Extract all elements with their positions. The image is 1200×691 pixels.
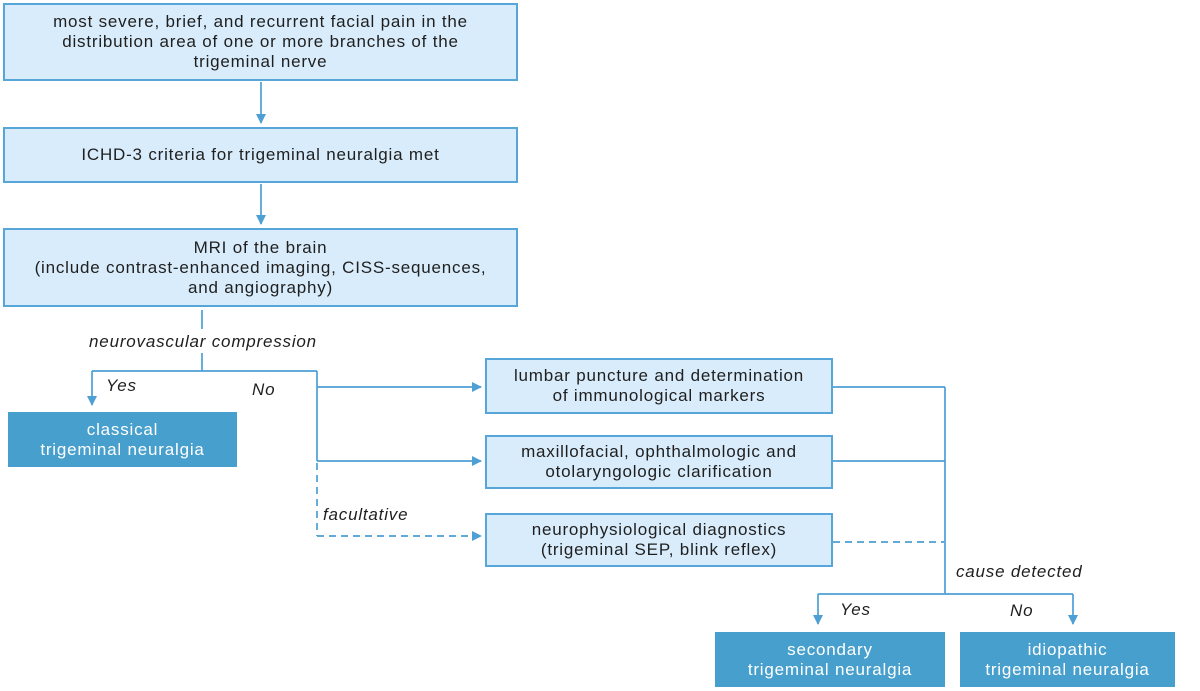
label-no-left: No — [252, 380, 276, 399]
node-ichd-criteria: ICHD-3 criteria for trigeminal neuralgia… — [3, 127, 518, 183]
label-yes-left: Yes — [106, 376, 137, 395]
node-lumbar-puncture: lumbar puncture and determination of imm… — [485, 358, 833, 414]
node-secondary-trigeminal-neuralgia: secondary trigeminal neuralgia — [715, 632, 945, 687]
label-yes-bottom: Yes — [840, 600, 871, 619]
label-neurovascular-compression: neurovascular compression — [89, 332, 317, 351]
label-no-bottom: No — [1010, 601, 1034, 620]
node-facial-pain: most severe, brief, and recurrent facial… — [3, 3, 518, 81]
node-maxillofacial-clarification: maxillofacial, ophthalmologic and otolar… — [485, 435, 833, 489]
node-neurophysiological-diagnostics: neurophysiological diagnostics (trigemin… — [485, 513, 833, 567]
label-cause-detected: cause detected — [956, 562, 1083, 581]
node-idiopathic-trigeminal-neuralgia: idiopathic trigeminal neuralgia — [960, 632, 1175, 687]
node-classical-trigeminal-neuralgia: classical trigeminal neuralgia — [8, 412, 237, 467]
label-facultative: facultative — [323, 505, 409, 524]
node-mri-brain: MRI of the brain (include contrast-enhan… — [3, 228, 518, 307]
